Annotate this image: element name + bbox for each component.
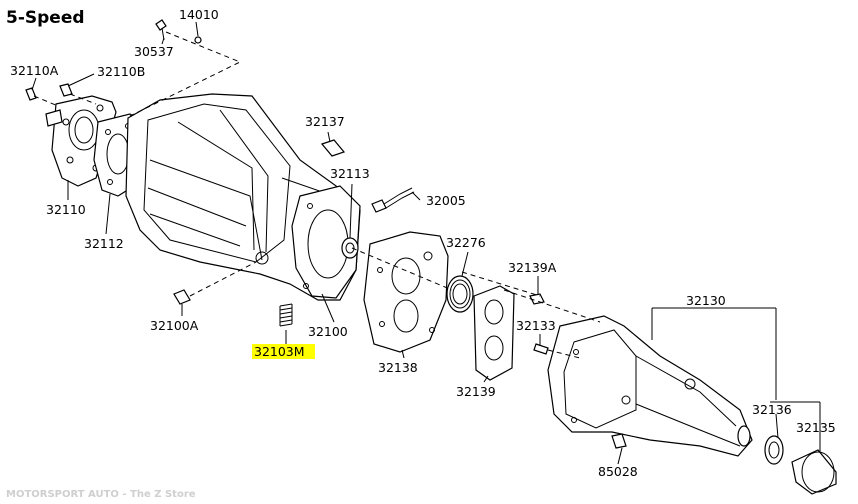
transmission-housing-32100 <box>125 93 361 301</box>
alignment-lines <box>33 31 601 359</box>
bolt-85028 <box>611 433 627 449</box>
spring-32103M <box>279 303 293 327</box>
label-32112[interactable]: 32112 <box>84 236 124 251</box>
part-labels: 14010 30537 32110A 32110B 32110 32112 32… <box>10 7 836 479</box>
label-32135[interactable]: 32135 <box>796 420 836 435</box>
bolt-32139A <box>529 293 545 305</box>
bolt-30537 <box>155 19 167 41</box>
oil-seal-32136 <box>764 435 784 465</box>
label-32133[interactable]: 32133 <box>516 318 556 333</box>
washer-14010 <box>194 36 202 44</box>
leader-lines <box>31 21 821 465</box>
label-32136[interactable]: 32136 <box>752 402 792 417</box>
label-32100[interactable]: 32100 <box>308 324 348 339</box>
label-32005[interactable]: 32005 <box>426 193 466 208</box>
gasket-32139 <box>473 285 515 381</box>
diagram-title: 5-Speed <box>6 8 85 28</box>
bearing-32276 <box>446 275 474 313</box>
label-32110[interactable]: 32110 <box>46 202 86 217</box>
label-32139A[interactable]: 32139A <box>508 260 557 275</box>
footer-watermark: MOTORSPORT AUTO - The Z Store <box>6 489 196 500</box>
label-32130[interactable]: 32130 <box>686 293 726 308</box>
label-32100A[interactable]: 32100A <box>150 318 199 333</box>
extension-housing-32130 <box>547 315 753 457</box>
label-32139[interactable]: 32139 <box>456 384 496 399</box>
sensor-32005 <box>371 187 415 213</box>
bolt-32100A <box>173 289 191 305</box>
plug-32137 <box>320 139 346 157</box>
bolt-32110B <box>59 83 73 97</box>
label-14010[interactable]: 14010 <box>179 7 219 22</box>
highlight-32103M <box>252 344 315 359</box>
label-32137[interactable]: 32137 <box>305 114 345 129</box>
adapter-plate-32138 <box>363 231 449 353</box>
pin-32133 <box>533 343 549 355</box>
label-32110A[interactable]: 32110A <box>10 63 59 78</box>
label-32276[interactable]: 32276 <box>446 235 486 250</box>
dust-cover-32135 <box>791 449 837 495</box>
label-32138[interactable]: 32138 <box>378 360 418 375</box>
bolt-32110A <box>25 87 37 101</box>
label-32110B[interactable]: 32110B <box>97 64 145 79</box>
label-32103M[interactable]: 32103M <box>254 344 305 359</box>
label-30537[interactable]: 30537 <box>134 44 174 59</box>
label-32113[interactable]: 32113 <box>330 166 370 181</box>
label-85028[interactable]: 85028 <box>598 464 638 479</box>
